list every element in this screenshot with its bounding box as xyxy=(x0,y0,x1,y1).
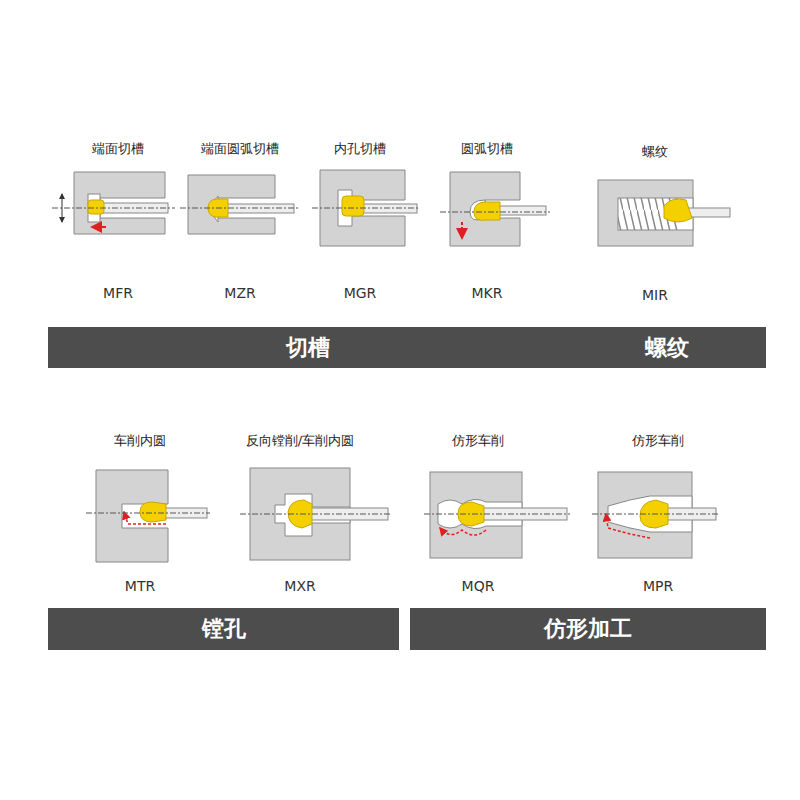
tool-code: MQR xyxy=(462,578,495,594)
category-band: 仿形加工 xyxy=(410,608,766,650)
tool-code: MKR xyxy=(472,285,503,301)
tool-code: MTR xyxy=(125,578,155,594)
operation-title: 端面圆弧切槽 xyxy=(201,140,279,158)
operation-title: 车削内圆 xyxy=(114,432,166,450)
tool-code: MIR xyxy=(642,287,668,303)
category-label: 仿形加工 xyxy=(544,614,632,644)
operation-title: 圆弧切槽 xyxy=(461,140,513,158)
category-band: 镗孔 xyxy=(48,608,399,650)
operation-title: 仿形车削 xyxy=(632,432,684,450)
tool-code: MZR xyxy=(224,285,255,301)
category-label: 镗孔 xyxy=(202,614,246,644)
category-band: 切槽 xyxy=(48,327,568,368)
category-label: 螺纹 xyxy=(645,333,689,363)
tool-code: MXR xyxy=(284,578,315,594)
category-label: 切槽 xyxy=(286,333,330,363)
operation-title: 反向镗削/车削内圆 xyxy=(246,432,354,450)
operation-title: 端面切槽 xyxy=(92,140,144,158)
operation-title: 螺纹 xyxy=(642,143,668,161)
category-band: 螺纹 xyxy=(567,327,766,368)
tool-code: MGR xyxy=(344,285,377,301)
operation-title: 内孔切槽 xyxy=(334,140,386,158)
operation-title: 仿形车削 xyxy=(452,432,504,450)
tool-code: MFR xyxy=(103,285,133,301)
tool-code: MPR xyxy=(643,578,673,594)
